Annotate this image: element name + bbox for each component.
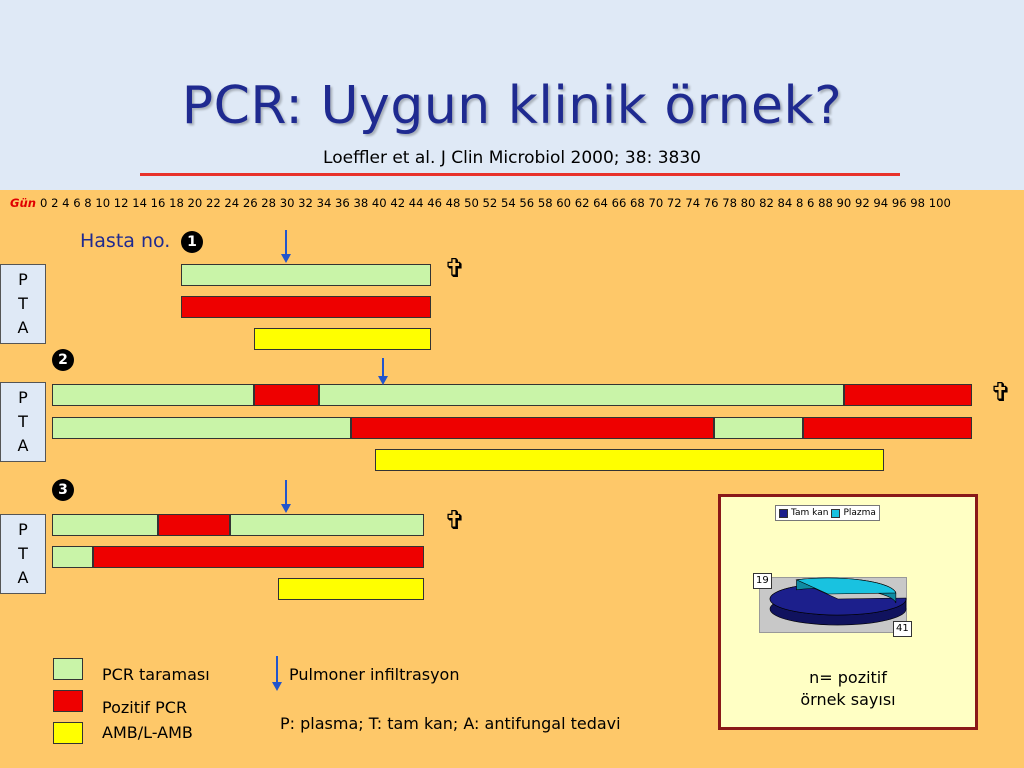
legend-swatch-positive-pcr [53,690,83,712]
day-axis-label: Gün [10,196,37,210]
timeline-bar-pcr-screening [52,546,93,568]
down-arrow-icon [281,230,291,263]
timeline-bar-pcr-screening [230,514,424,536]
page-title: PCR: Uygun klinik örnek? [181,76,843,136]
timeline-bar-positive-pcr [181,296,431,318]
legend-label-pcr-screening: PCR taraması [102,665,210,684]
legend-swatch-pcr-screening [53,658,83,680]
timeline-bar-amb [254,328,431,350]
legend-label-positive-pcr: Pozitif PCR [102,698,188,717]
down-arrow-icon [281,480,291,513]
pta-a: A [17,568,29,587]
pta-t: T [18,294,28,313]
timeline-bar-positive-pcr [254,384,319,406]
legend-swatch-amb [53,722,83,744]
timeline-bar-positive-pcr [158,514,230,536]
pta-labels-1: P T A [0,264,46,344]
day-axis-ticks: 0 2 4 6 8 10 12 14 16 18 20 22 24 26 28 … [40,196,951,210]
pie-caption-line1: n= pozitif [809,668,887,687]
header-band [0,0,1024,190]
patient-label: Hasta no. [80,230,171,252]
pie-legend-label-plazma: Plazma [843,508,876,518]
timeline-bar-positive-pcr [351,417,714,439]
down-arrow-icon [378,358,388,385]
pie-slice-label-plazma: 19 [753,573,772,589]
timeline-bar-pcr-screening [181,264,431,286]
patient-number-2: 2 [52,349,74,371]
title-underline [140,173,900,176]
timeline-bar-positive-pcr [93,546,424,568]
pie-slice-plazma [795,577,897,595]
pta-t: T [18,412,28,431]
timeline-bar-positive-pcr [803,417,972,439]
pta-t: T [18,544,28,563]
pta-p: P [18,388,28,407]
pta-p: P [18,520,28,539]
timeline-bar-positive-pcr [844,384,972,406]
pta-p: P [18,270,28,289]
pie-caption: n= pozitif örnek sayısı [721,667,975,711]
pta-labels-2: P T A [0,382,46,462]
timeline-bar-amb [278,578,424,600]
pta-labels-3: P T A [0,514,46,594]
down-arrow-icon [272,656,282,691]
pie-chart [769,577,907,626]
latin-cross-icon: ✞ [444,506,466,536]
pie-chart-panel: Tam kan Plazma 19 41 n= pozitif örnek sa… [718,494,978,730]
timeline-bar-pcr-screening [52,417,351,439]
pie-slice-tam-kan [769,584,907,616]
pie-legend-swatch-plazma [831,508,841,518]
abbreviation-note: P: plasma; T: tam kan; A: antifungal ted… [280,714,621,733]
timeline-bar-pcr-screening [319,384,844,406]
latin-cross-icon: ✞ [444,254,466,284]
pie-legend-swatch-tam-kan [779,508,788,518]
pie-caption-line2: örnek sayısı [800,690,896,709]
timeline-bar-amb [375,449,884,471]
pta-a: A [17,436,29,455]
timeline-bar-pcr-screening [714,417,803,439]
latin-cross-icon: ✞ [990,378,1012,408]
pie-legend-label-tam-kan: Tam kan [791,508,829,518]
pie-slice-label-tam-kan: 41 [893,621,912,637]
patient-number-3: 3 [52,479,74,501]
pta-a: A [17,318,29,337]
legend-label-amb: AMB/L-AMB [102,723,193,742]
pie-legend: Tam kan Plazma [775,505,880,521]
timeline-bar-pcr-screening [52,514,158,536]
timeline-bar-pcr-screening [52,384,254,406]
legend-label-infiltration: Pulmoner infiltrasyon [289,665,460,684]
patient-number-1: 1 [181,231,203,253]
citation: Loeffler et al. J Clin Microbiol 2000; 3… [323,148,701,168]
